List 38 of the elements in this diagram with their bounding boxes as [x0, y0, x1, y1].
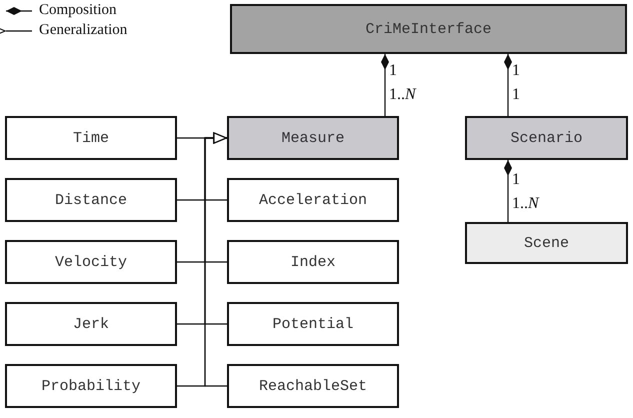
multiplicity-label: 1..N — [512, 196, 539, 212]
composition-line — [381, 54, 389, 116]
class-name: Scene — [524, 234, 569, 252]
class-name: CriMeInterface — [365, 20, 492, 38]
class-name: ReachableSet — [258, 378, 368, 394]
class-box — [5, 302, 177, 346]
class-box — [465, 222, 628, 264]
class-box — [5, 240, 177, 284]
class-name: Probability — [41, 378, 141, 394]
class-name: Potential — [272, 316, 354, 332]
composition-line — [504, 160, 512, 222]
composition-line — [504, 54, 512, 116]
multiplicity-label: 1 — [389, 63, 397, 79]
multiplicity-label: 1 — [512, 63, 520, 79]
multiplicity-label: 1 — [512, 87, 520, 103]
legend-text: Generalization — [39, 23, 128, 38]
class-box — [5, 364, 177, 408]
class-box — [227, 364, 399, 408]
class-box — [230, 4, 627, 54]
class-box — [465, 116, 628, 160]
multiplicity-label: 1..N — [389, 87, 416, 103]
class-box — [227, 302, 399, 346]
class-name: Distance — [54, 192, 127, 208]
class-box — [227, 116, 399, 160]
class-name: Velocity — [54, 254, 127, 270]
class-name: Acceleration — [258, 192, 368, 208]
class-name: Index — [290, 254, 336, 270]
class-name: Time — [72, 130, 109, 146]
class-name: Measure — [281, 130, 344, 146]
legend-text: Composition — [39, 3, 117, 18]
class-name: Jerk — [72, 316, 109, 332]
class-box — [227, 178, 399, 222]
generalization-arrow — [204, 132, 227, 387]
class-box — [5, 116, 177, 160]
class-box — [227, 240, 399, 284]
class-box — [5, 178, 177, 222]
class-name: Scenario — [510, 130, 582, 146]
multiplicity-label: 1 — [512, 172, 520, 188]
